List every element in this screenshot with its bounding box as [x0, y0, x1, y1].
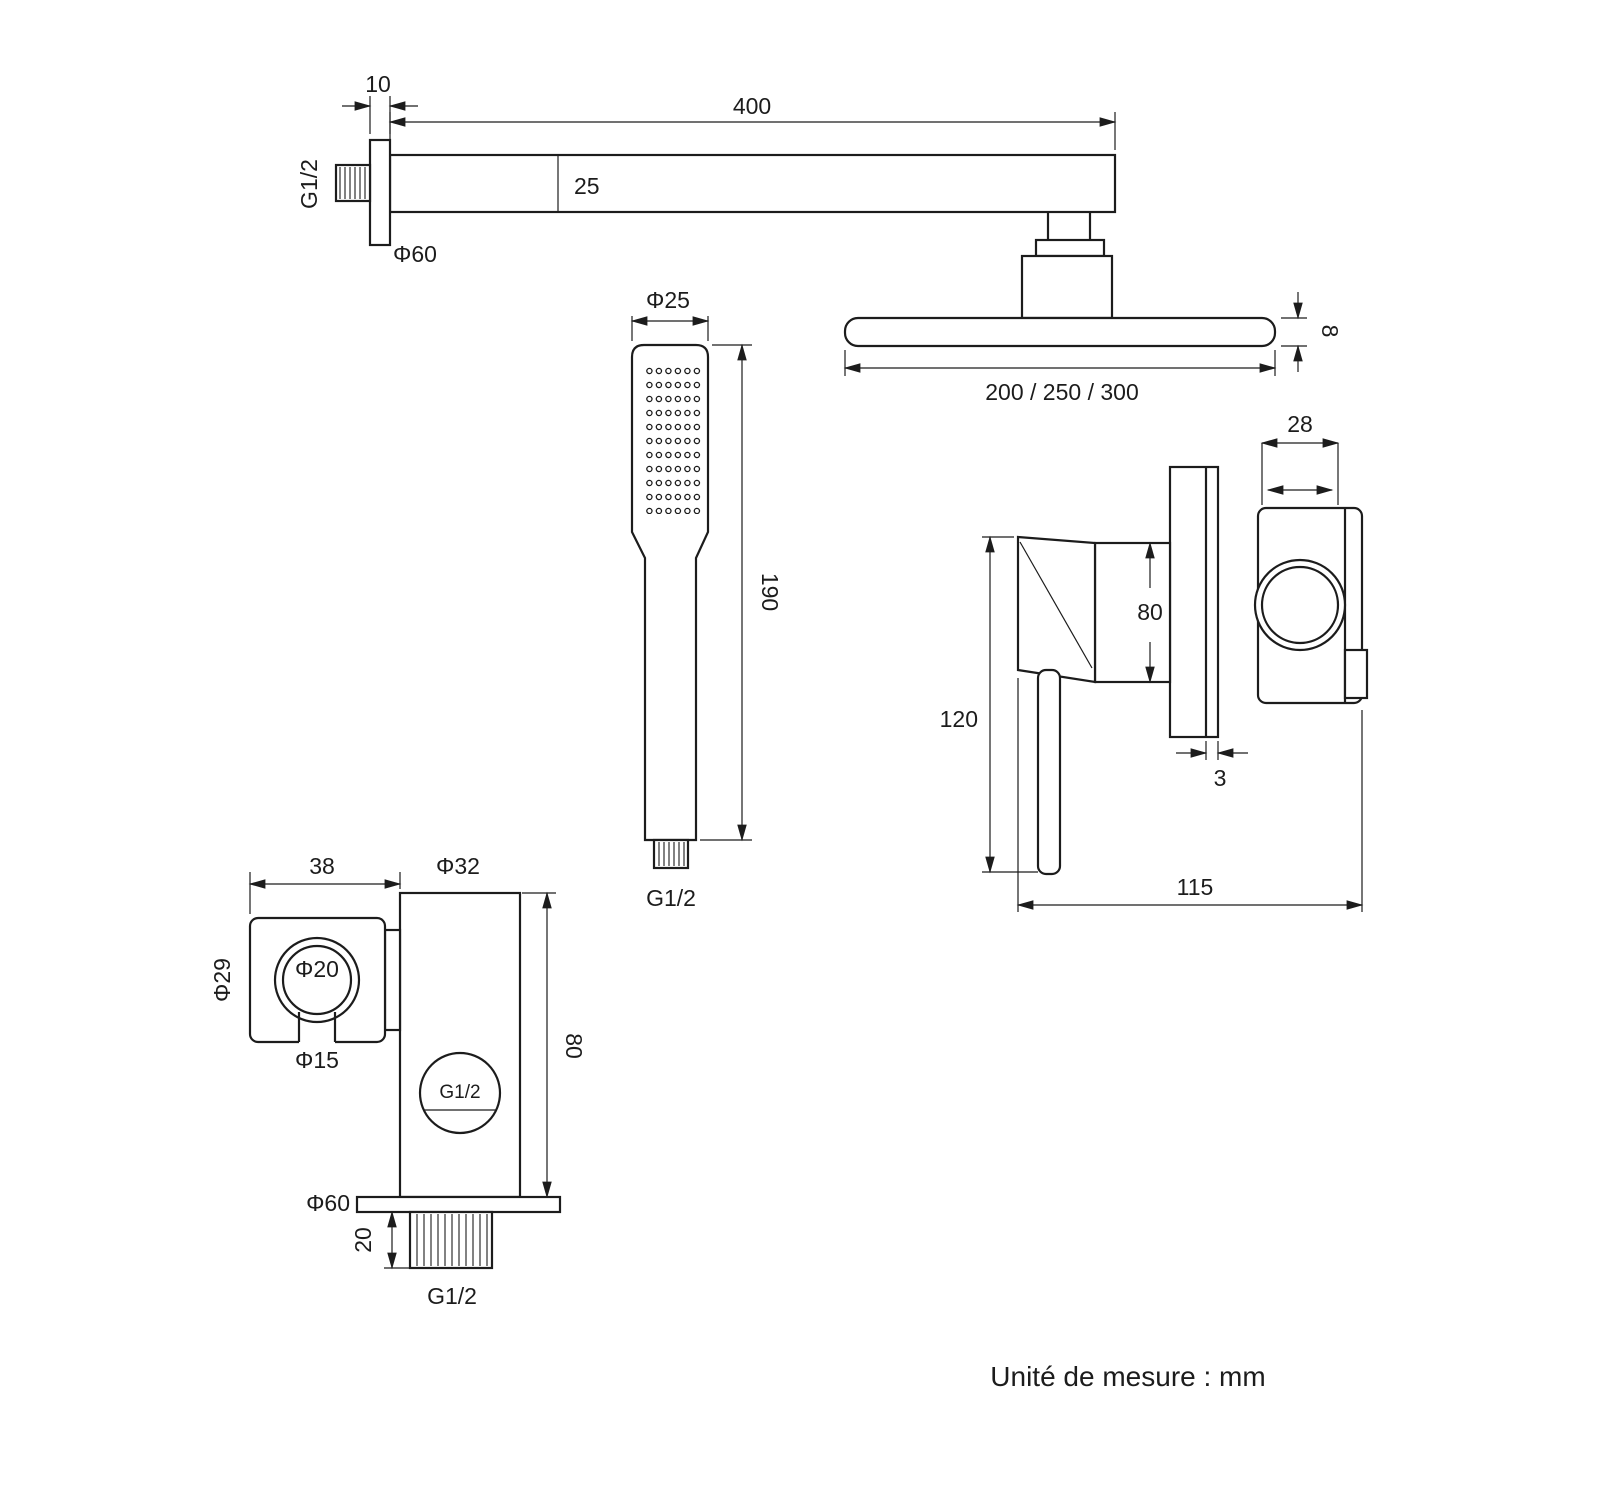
outlet-port-thread-label: G1/2 [439, 1082, 480, 1103]
arm-thread-label: G1/2 [296, 159, 322, 209]
arm-thread-nipple [334, 163, 372, 203]
unit-note: Unité de mesure : mm [990, 1361, 1265, 1392]
shower-head-disc [843, 316, 1277, 348]
mixer-lever [1036, 668, 1062, 876]
dim-mixer-depth-label: 115 [1177, 874, 1214, 900]
head-mount-body [1020, 254, 1114, 320]
outlet-flange [355, 1195, 562, 1214]
hand-shower: Φ25 190 G1/2 [630, 287, 783, 911]
dim-handshower-dia: Φ25 [630, 287, 710, 341]
dim-outlet-thread-length: 20 [350, 1210, 410, 1270]
dim-arm-length-label: 400 [733, 93, 771, 119]
dim-outlet-holder-width: 38 [248, 853, 402, 914]
dim-head-thickness: 8 [1281, 292, 1343, 372]
dim-mixer-body: 80 [1134, 541, 1166, 684]
dim-outlet-body-height-label: 80 [561, 1033, 587, 1059]
dim-arm-flange-width: 10 [342, 71, 418, 134]
outlet-body [398, 891, 522, 1199]
dim-arm-bar-label: 25 [574, 173, 600, 199]
dim-mixer-handle-label: 120 [940, 706, 978, 732]
dim-handshower-length: 190 [700, 343, 783, 842]
dim-mixer-depth: 115 [1016, 678, 1364, 912]
holder-ring-inner [281, 944, 353, 1016]
outlet-body-dia-label: Φ32 [436, 853, 480, 879]
dim-handshower-dia-label: Φ25 [646, 287, 690, 313]
handshower-thread-hatching [658, 842, 685, 866]
holder-hook-dia-label: Φ15 [295, 1047, 339, 1073]
handshower-thread-tip [652, 838, 690, 870]
holder-connector [383, 928, 402, 1032]
dim-mixer-plate-label: 3 [1214, 765, 1227, 791]
wall-outlet: 38 Φ32 Φ20 Φ15 Φ29 G1/2 80 [209, 853, 587, 1309]
outlet-flange-dia-label: Φ60 [306, 1190, 350, 1216]
dim-arm-bar: 25 [557, 155, 603, 212]
dim-outlet-body-height: 80 [522, 891, 587, 1199]
head-mount-collar [1034, 238, 1106, 258]
mixer-knob-inner [1260, 565, 1340, 645]
arm-flange-dia-label: Φ60 [393, 241, 437, 267]
holder-ring-dia-label: Φ20 [295, 956, 339, 982]
outlet-thread-hatching [416, 1214, 488, 1266]
outlet-thread-label: G1/2 [427, 1283, 477, 1309]
shower-head: 8 200 / 250 / 300 [843, 292, 1343, 405]
mixer-wall-plate [1168, 465, 1220, 739]
arm-bar [388, 153, 1117, 214]
handshower-thread-label: G1/2 [646, 885, 696, 911]
dim-outlet-holder-width-label: 38 [309, 853, 335, 879]
dim-head-diameters: 200 / 250 / 300 [843, 350, 1277, 405]
dim-outlet-thread-length-label: 20 [350, 1227, 376, 1253]
dim-mixer-handle: 120 [940, 535, 1038, 874]
mixer-handle-base-detail [1019, 541, 1093, 669]
arm-thread-hatching [339, 167, 366, 199]
dim-head-thickness-label: 8 [1317, 325, 1343, 338]
mixer-knob-tab [1343, 648, 1369, 700]
dim-mixer-plate: 3 [1176, 741, 1248, 791]
handshower-nozzle-grid [645, 364, 701, 514]
dim-arm-length: 400 [388, 93, 1117, 150]
dim-head-diameters-label: 200 / 250 / 300 [985, 379, 1138, 405]
dim-mixer-knob: 28 [1260, 411, 1340, 505]
shower-arm: 10 400 25 G1/2 Φ60 [296, 71, 1117, 320]
dim-arm-flange-width-label: 10 [365, 71, 391, 97]
arm-wall-flange [368, 138, 392, 247]
mixer-valve: 28 80 120 3 115 [940, 411, 1369, 912]
dim-mixer-body-label: 80 [1137, 599, 1163, 625]
holder-dia-label: Φ29 [209, 958, 235, 1002]
outlet-port [418, 1051, 502, 1135]
dim-mixer-knob-label: 28 [1287, 411, 1313, 437]
dim-handshower-length-label: 190 [757, 573, 783, 611]
